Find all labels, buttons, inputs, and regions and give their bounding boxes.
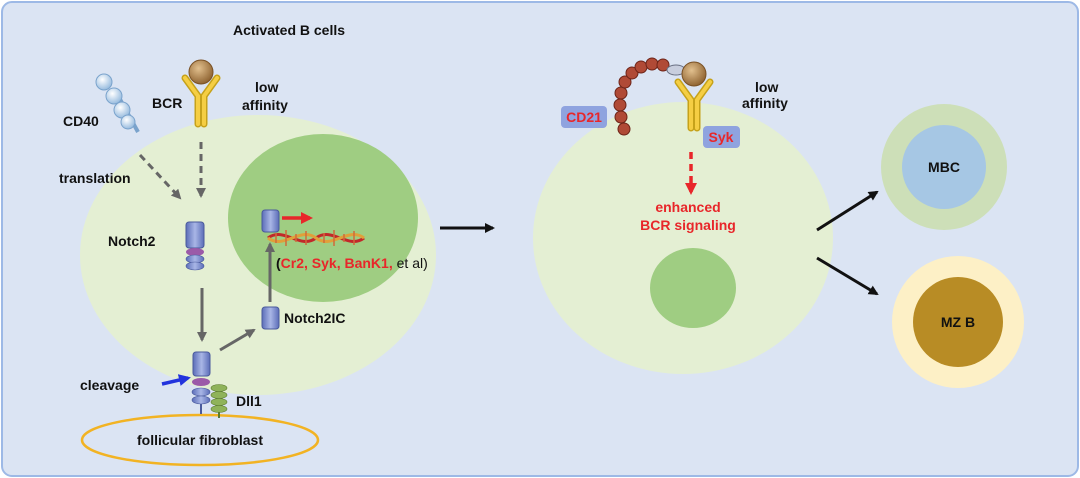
cd21-label-box <box>561 106 607 128</box>
cd21-label: CD21 <box>566 109 602 125</box>
mbc-label: MBC <box>928 159 960 175</box>
low-affinity-label-line1: low <box>255 79 278 95</box>
mzb-nucleus <box>913 277 1003 367</box>
enhanced-b-cell <box>533 102 833 374</box>
cd40-translation-arrow <box>138 153 182 200</box>
cd21-icon <box>613 57 686 136</box>
mzb-label: MZ B <box>941 314 975 330</box>
cd40-label: CD40 <box>63 113 99 129</box>
notch2ic-icon <box>261 306 280 330</box>
nuclear-notch2ic-icon <box>261 209 280 233</box>
follicular-fibroblast-label: follicular fibroblast <box>137 432 263 448</box>
cd40-icon <box>95 73 140 133</box>
mzb-arrow <box>816 256 879 296</box>
right-nucleus <box>650 248 736 328</box>
target-genes-etal: et al) <box>393 255 428 271</box>
notch2-icon <box>185 221 205 271</box>
syk-label: Syk <box>709 129 734 145</box>
low-affinity-label-line2: affinity <box>242 97 288 113</box>
bcr-label: BCR <box>152 95 182 111</box>
dna-icon <box>267 230 365 246</box>
enhanced-label-line2: BCR signaling <box>640 217 736 233</box>
target-genes-list: Cr2, Syk, BanK1, <box>281 255 393 271</box>
notch2ic-label: Notch2IC <box>284 310 345 326</box>
cleavage-label: cleavage <box>80 377 139 393</box>
bcr-icon <box>181 59 221 128</box>
mbc-nucleus <box>902 125 986 209</box>
target-genes-label: (Cr2, Syk, BanK1, et al) <box>276 255 428 271</box>
target-genes-paren: ( <box>276 255 281 271</box>
dll1-label: Dll1 <box>236 393 262 409</box>
syk-label-box <box>703 126 740 148</box>
nucleus <box>228 134 418 302</box>
notch2ic-release-arrow <box>219 328 256 352</box>
enhanced-label-line1: enhanced <box>655 199 720 215</box>
right-low-affinity-line2: affinity <box>742 95 788 111</box>
dll1-icon <box>210 384 228 418</box>
notch2-cleaved-icon <box>191 351 211 414</box>
title: Activated B cells <box>233 22 345 38</box>
bcr-right-icon <box>674 61 714 132</box>
cleavage-arrow <box>161 374 191 386</box>
follicular-fibroblast-cell <box>80 413 320 467</box>
translation-label: translation <box>59 170 131 186</box>
right-low-affinity-line1: low <box>755 79 778 95</box>
mbc-arrow <box>816 190 879 232</box>
notch2-label: Notch2 <box>108 233 156 249</box>
